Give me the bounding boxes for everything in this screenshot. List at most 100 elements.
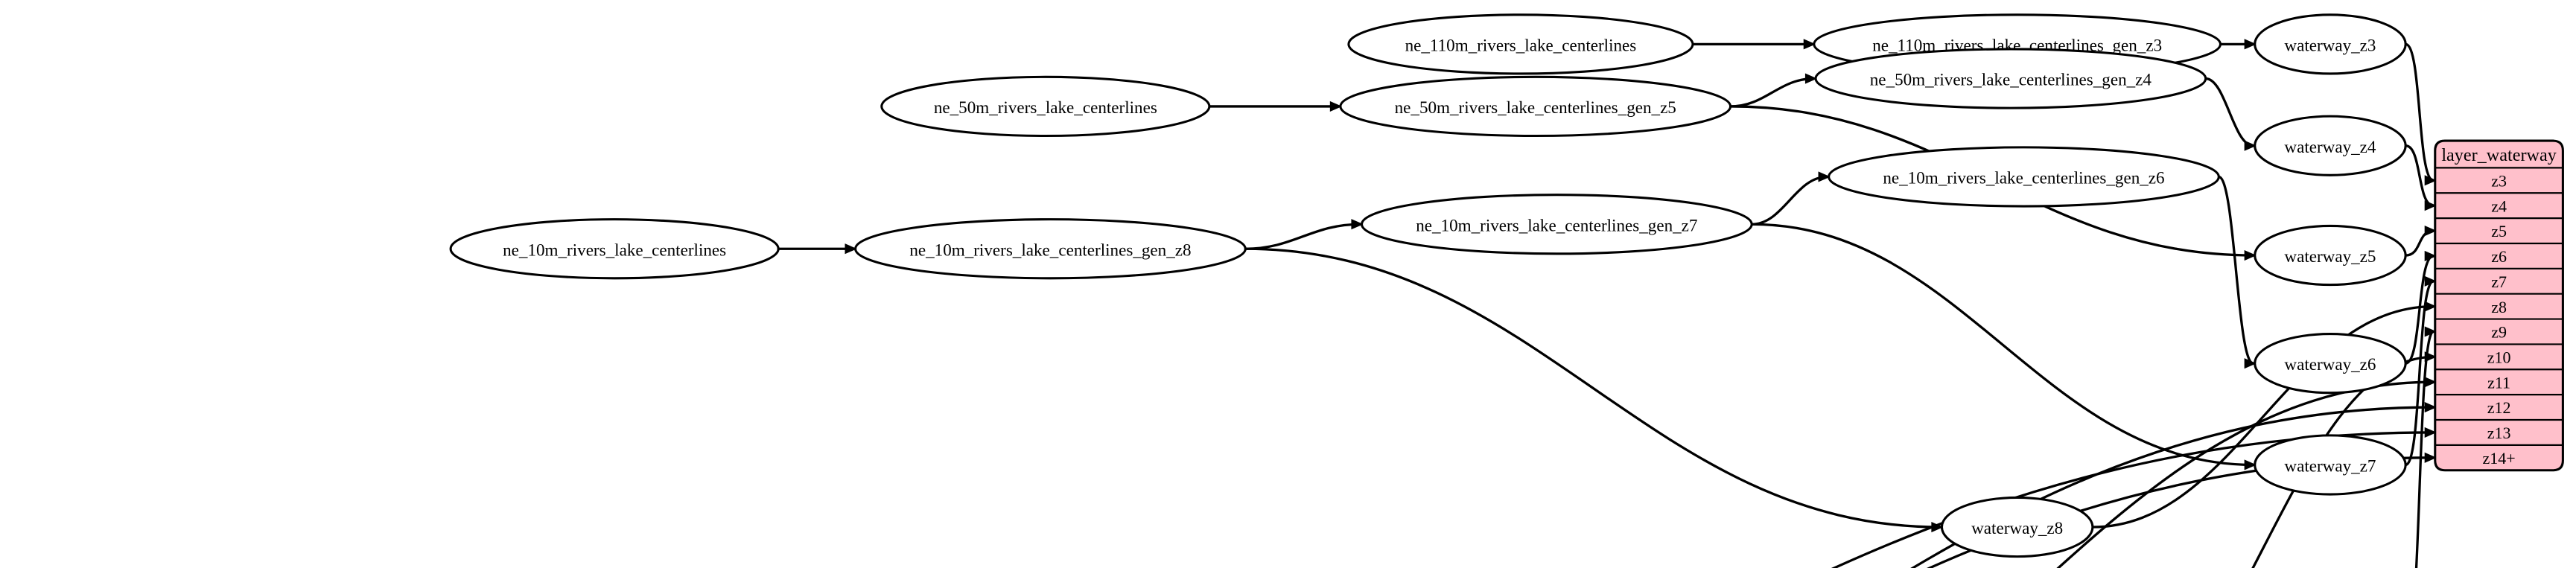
layer-waterway-table-header: layer_waterway (2441, 145, 2557, 165)
table-row-z6[interactable]: z6 (2491, 247, 2507, 266)
edge-ne_10m_gen_z6-to-waterway_z6 (2218, 175, 2254, 365)
node-ne_50m_gen_z4[interactable]: ne_50m_rivers_lake_centerlines_gen_z4 (1814, 48, 2207, 109)
node-waterway_z6[interactable]: waterway_z6 (2254, 333, 2407, 395)
edge-arrowhead (2424, 175, 2437, 186)
node-label-waterway_z6: waterway_z6 (2284, 354, 2376, 374)
edge-ne_10m_gen_z7-to-ne_10m_gen_z6 (1752, 175, 1828, 226)
edge-arrowhead (2424, 452, 2437, 463)
table-row-z14plus[interactable]: z14+ (2483, 449, 2516, 468)
node-shape-waterway_z7 (2254, 434, 2407, 496)
node-waterway_z7[interactable]: waterway_z7 (2254, 434, 2407, 496)
node-shape-ne_110m (1347, 13, 1694, 75)
node-label-waterway_z3: waterway_z3 (2284, 35, 2376, 54)
edge-arrowhead (1329, 100, 1343, 112)
edge-waterway_z9-to-layer_waterway-z9 (2414, 330, 2435, 568)
node-label-waterway_z7: waterway_z7 (2284, 456, 2376, 476)
node-shape-ne_50m (880, 75, 1211, 138)
table-row-z7[interactable]: z7 (2491, 272, 2507, 291)
node-label-waterway_z4: waterway_z4 (2284, 137, 2376, 156)
edge-arrowhead (2244, 249, 2257, 261)
node-ne_50m_gen_z5[interactable]: ne_50m_rivers_lake_centerlines_gen_z5 (1339, 75, 1732, 138)
edge-arrowhead (2424, 225, 2437, 237)
node-shape-waterway_z4 (2254, 115, 2407, 176)
node-ne_10m_gen_z7[interactable]: ne_10m_rivers_lake_centerlines_gen_z7 (1360, 194, 1753, 255)
node-label-ne_50m: ne_50m_rivers_lake_centerlines (934, 98, 1157, 117)
table-row-z5[interactable]: z5 (2491, 222, 2507, 240)
node-ne_10m_gen_z8[interactable]: ne_10m_rivers_lake_centerlines_gen_z8 (854, 218, 1247, 280)
nodes-layer: imposm3osm_waterway_linestringosm_import… (449, 13, 2407, 558)
edge-arrowhead (1803, 39, 1816, 50)
edge-waterway_z13-to-layer_waterway-z13 (1831, 431, 2434, 568)
node-ne_10m[interactable]: ne_10m_rivers_lake_centerlines (449, 218, 780, 280)
edge-waterway_z8-to-layer_waterway-z8 (2092, 304, 2434, 529)
edge-arrowhead (2424, 326, 2437, 337)
table-row-z13[interactable]: z13 (2487, 424, 2511, 442)
node-waterway_z4[interactable]: waterway_z4 (2254, 115, 2407, 176)
node-shape-ne_50m_gen_z4 (1814, 48, 2207, 109)
edge-arrowhead (845, 243, 857, 255)
node-label-ne_10m_gen_z8: ne_10m_rivers_lake_centerlines_gen_z8 (909, 240, 1191, 259)
node-shape-waterway_z5 (2254, 224, 2407, 287)
node-waterway_z8[interactable]: waterway_z8 (1940, 496, 2094, 558)
edge-arrowhead (2424, 275, 2437, 287)
edge-waterway_z11-to-layer_waterway-z11 (2056, 380, 2434, 568)
edge-arrowhead (2244, 459, 2257, 470)
node-shape-ne_10m_gen_z7 (1360, 194, 1753, 255)
edge-arrowhead (2424, 250, 2437, 261)
edge-arrowhead (2244, 358, 2257, 369)
node-label-ne_50m_gen_z5: ne_50m_rivers_lake_centerlines_gen_z5 (1395, 98, 1676, 117)
edge-arrowhead (2424, 377, 2437, 388)
node-waterway_z3[interactable]: waterway_z3 (2254, 13, 2407, 75)
table-row-z10[interactable]: z10 (2487, 348, 2511, 367)
edge-waterway_z14-to-layer_waterway-z14- (1927, 456, 2434, 568)
edge-arrowhead (2424, 301, 2437, 312)
node-shape-waterway_z6 (2254, 333, 2407, 395)
edge-ne_10m_gen_z8-to-waterway_z8 (1245, 247, 1941, 529)
node-waterway_z5[interactable]: waterway_z5 (2254, 224, 2407, 287)
edge-waterway_z12-to-layer_waterway-z12 (1910, 406, 2434, 568)
node-ne_50m[interactable]: ne_50m_rivers_lake_centerlines (880, 75, 1211, 138)
node-shape-ne_50m_gen_z5 (1339, 75, 1732, 138)
edge-arrowhead (2244, 140, 2257, 151)
edge-waterway_z5-to-layer_waterway-z5 (2405, 229, 2434, 257)
node-label-waterway_z5: waterway_z5 (2284, 246, 2376, 266)
edge-ne_50m_gen_z5-to-ne_50m_gen_z4 (1730, 77, 1814, 108)
edge-arrowhead (2424, 402, 2437, 413)
edge-waterway_z7-to-layer_waterway-z7 (2405, 280, 2435, 467)
node-shape-waterway_z3 (2254, 13, 2407, 75)
node-shape-ne_10m_gen_z8 (854, 218, 1247, 280)
edge-waterway_z3-to-layer_waterway-z3 (2405, 42, 2435, 182)
edge-arrowhead (2424, 200, 2437, 211)
edge-arrowhead (2424, 351, 2437, 363)
edge-arrowhead (1818, 171, 1831, 182)
node-label-ne_110m: ne_110m_rivers_lake_centerlines (1405, 35, 1637, 54)
table-row-z8[interactable]: z8 (2491, 298, 2507, 316)
edge-arrowhead (1804, 73, 1818, 84)
node-label-ne_10m_gen_z6: ne_10m_rivers_lake_centerlines_gen_z6 (1883, 168, 2164, 188)
table-row-z12[interactable]: z12 (2487, 398, 2511, 417)
node-shape-waterway_z8 (1940, 496, 2094, 558)
edge-ne_10m_gen_z7-to-waterway_z7 (1752, 223, 2254, 467)
node-ne_10m_gen_z6[interactable]: ne_10m_rivers_lake_centerlines_gen_z6 (1828, 146, 2220, 208)
table-row-z11[interactable]: z11 (2487, 373, 2510, 392)
layer-waterway-table-body (2434, 139, 2564, 472)
node-ne_110m[interactable]: ne_110m_rivers_lake_centerlines (1347, 13, 1694, 75)
table-row-z3[interactable]: z3 (2491, 171, 2507, 190)
edges-layer (778, 39, 2437, 568)
node-shape-ne_10m_gen_z6 (1828, 146, 2220, 208)
table-row-z4[interactable]: z4 (2491, 197, 2507, 215)
node-label-ne_50m_gen_z4: ne_50m_rivers_lake_centerlines_gen_z4 (1870, 70, 2152, 89)
edge-ne_10m_gen_z8-to-ne_10m_gen_z7 (1245, 223, 1361, 250)
edge-arrowhead (2424, 427, 2437, 438)
edge-ne_50m_gen_z4-to-waterway_z4 (2205, 77, 2254, 147)
node-label-ne_10m_gen_z7: ne_10m_rivers_lake_centerlines_gen_z7 (1416, 215, 1697, 234)
node-label-waterway_z8: waterway_z8 (1971, 518, 2063, 537)
layer-waterway-table: layer_waterway z3 z4 z5 z6 z7 z8 z9 z10 z11 z12 z13… (2434, 139, 2564, 472)
table-row-z9[interactable]: z9 (2491, 323, 2507, 342)
edge-arrowhead (1351, 219, 1364, 230)
node-label-ne_10m: ne_10m_rivers_lake_centerlines (503, 240, 726, 259)
edge-waterway_z6-to-layer_waterway-z6 (2405, 255, 2435, 365)
node-shape-ne_10m (449, 218, 780, 280)
